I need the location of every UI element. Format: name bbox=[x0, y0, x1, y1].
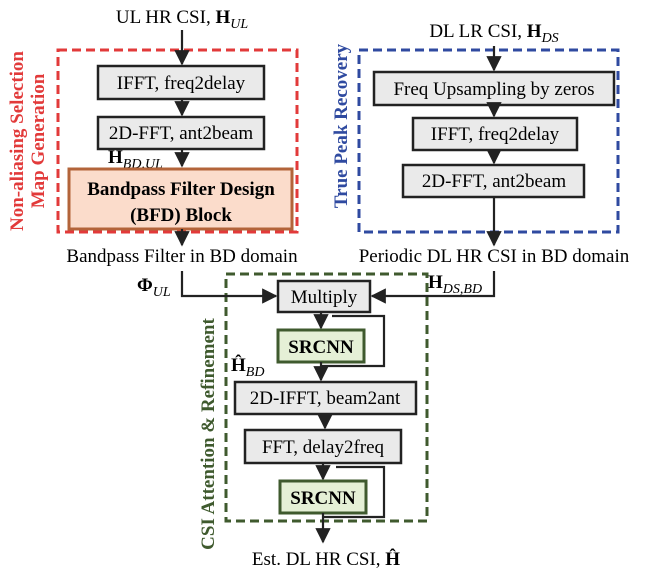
final-output-label: Est. DL HR CSI, Ĥ bbox=[252, 548, 400, 570]
fft-label: FFT, delay2freq bbox=[262, 437, 385, 458]
multiply-label: Multiply bbox=[291, 287, 358, 308]
h-hat-bd-symbol: Ĥ bbox=[231, 354, 246, 376]
arrow-phi-to-multiply bbox=[180, 271, 278, 304]
periodic-csi-label: Periodic DL HR CSI in BD domain bbox=[359, 246, 630, 267]
ifft2d-block bbox=[233, 380, 418, 416]
dl-input-label: DL LR CSI, HDS bbox=[429, 21, 558, 46]
bandpass-filter-label: Bandpass Filter in BD domain bbox=[66, 246, 298, 267]
h-hat-bd-label: ĤBD bbox=[231, 354, 264, 380]
left-fft2d-label: 2D-FFT, ant2beam bbox=[109, 123, 253, 144]
srcnn1-label: SRCNN bbox=[288, 337, 354, 358]
srcnn2-label: SRCNN bbox=[290, 488, 356, 509]
upsample-label: Freq Upsampling by zeros bbox=[393, 79, 594, 100]
left-ifft-block bbox=[96, 64, 266, 101]
dl-input-symbol: H bbox=[527, 21, 542, 42]
dl-input-prefix: DL LR CSI, bbox=[429, 21, 526, 42]
phi-ul-subscript: UL bbox=[153, 285, 171, 300]
ifft2d-label: 2D-IFFT, beam2ant bbox=[250, 388, 401, 409]
ul-input-symbol: H bbox=[215, 7, 230, 28]
skip-connection-srcnn1 bbox=[321, 314, 386, 368]
bottom-group-frame bbox=[224, 272, 429, 523]
final-output-prefix: Est. DL HR CSI, bbox=[252, 549, 385, 570]
skip-connection-srcnn2 bbox=[323, 465, 386, 519]
h-ds-bd-subscript: DS,BD bbox=[442, 282, 482, 297]
dl-input-subscript: DS bbox=[541, 31, 559, 46]
ul-input-prefix: UL HR CSI, bbox=[116, 7, 216, 28]
srcnn2-block bbox=[278, 479, 368, 515]
ul-input-subscript: UL bbox=[230, 17, 248, 32]
right-group-frame bbox=[357, 48, 620, 234]
bottom-group-title: CSI Attention & Refinement bbox=[198, 317, 219, 549]
h-ds-bd-label: HDS,BD bbox=[428, 272, 482, 297]
right-fft2d-block bbox=[401, 163, 586, 199]
left-fft2d-block bbox=[96, 115, 266, 151]
right-fft2d-label: 2D-FFT, ant2beam bbox=[422, 171, 566, 192]
arrow-hds-to-multiply bbox=[370, 271, 496, 304]
right-ifft-label: IFFT, freq2delay bbox=[431, 124, 560, 145]
bfd-block bbox=[67, 167, 294, 231]
bfd-label-line1: Bandpass Filter Design bbox=[87, 179, 275, 200]
phi-ul-label: ΦUL bbox=[137, 275, 171, 300]
right-ifft-block bbox=[411, 116, 579, 152]
h-ds-bd-symbol: H bbox=[428, 272, 443, 293]
left-ifft-label: IFFT, freq2delay bbox=[117, 73, 246, 94]
left-group-title-line2: Map Generation bbox=[28, 73, 49, 208]
left-group-title-line1: Non-aliasing Selection bbox=[7, 51, 28, 231]
multiply-block bbox=[276, 279, 372, 314]
upsample-block bbox=[372, 70, 616, 107]
right-group-title: True Peak Recovery bbox=[331, 43, 352, 208]
final-output-symbol: Ĥ bbox=[385, 548, 400, 570]
bfd-label-line2: (BFD) Block bbox=[130, 205, 232, 226]
h-hat-bd-subscript: BD bbox=[246, 365, 265, 380]
ul-input-label: UL HR CSI, HUL bbox=[116, 7, 248, 32]
h-bd-ul-symbol: H bbox=[108, 147, 123, 168]
phi-ul-symbol: Φ bbox=[137, 275, 153, 296]
